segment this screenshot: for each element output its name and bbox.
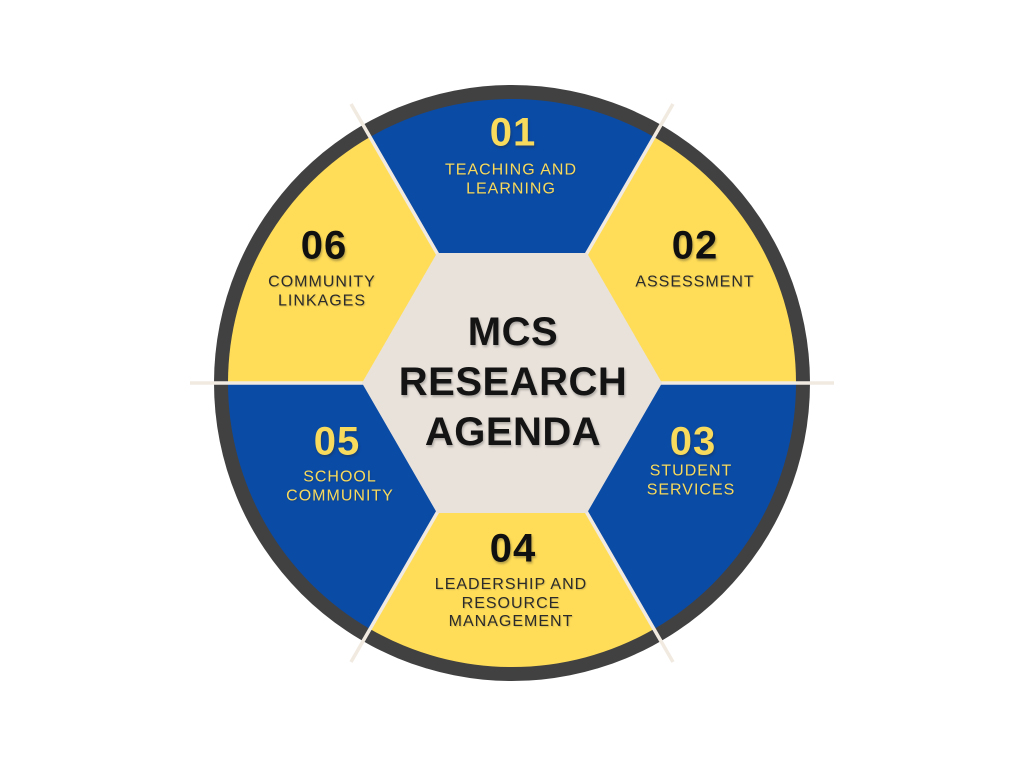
segment-01-label: TEACHING AND LEARNING [444,161,578,197]
center-title: MCS RESEARCH AGENDA [398,310,628,454]
segment-05-label: SCHOOL COMMUNITY [286,468,394,504]
segment-06-number: 06 [300,223,348,268]
segment-02-label: ASSESSMENT [635,273,755,291]
segment-03-number: 03 [669,419,717,464]
center-hexagon [362,253,662,513]
segment-leadership-wedge [370,383,654,668]
segment-04-number: 04 [489,526,537,571]
segment-02-number: 02 [671,223,719,268]
segment-teaching-learning-wedge [370,98,654,384]
segment-05-number: 05 [313,419,361,464]
segment-03-label: STUDENT SERVICES [646,462,736,498]
segment-06-label: COMMUNITY LINKAGES [268,273,376,309]
segment-01-number: 01 [489,110,537,155]
segment-04-label: LEADERSHIP AND RESOURCE MANAGEMENT [434,576,588,631]
